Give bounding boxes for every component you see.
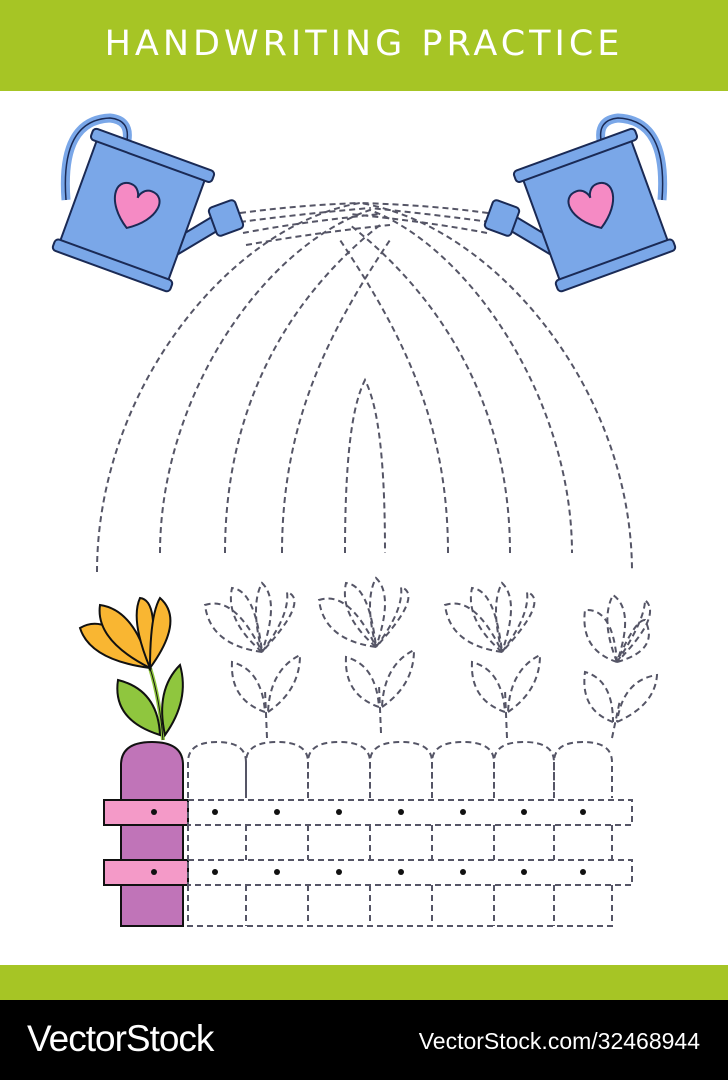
tracing-worksheet xyxy=(51,113,677,927)
footer-url: VectorStock.com/32468944 xyxy=(418,1028,700,1054)
watering-can-left-icon xyxy=(51,113,245,293)
watering-can-right-icon xyxy=(483,113,677,293)
bottom-banner xyxy=(0,965,728,1000)
page-title: HANDWRITING PRACTICE xyxy=(104,24,624,64)
heart-left-icon xyxy=(113,181,161,230)
traced-flowers xyxy=(203,576,659,739)
fence-post-icon xyxy=(103,740,189,927)
header-banner: HANDWRITING PRACTICE xyxy=(0,0,728,91)
leaf-right-icon xyxy=(161,663,184,738)
flower-icon xyxy=(78,596,184,741)
footer-logo: VectorStock xyxy=(27,1018,214,1059)
nail-dots xyxy=(151,809,586,875)
footer-bar: VectorStock VectorStock.com/32468944 xyxy=(0,1000,728,1080)
water-trace-lines xyxy=(96,201,633,573)
heart-right-icon xyxy=(567,181,615,230)
traced-fence xyxy=(187,740,633,927)
leaf-left-icon xyxy=(116,678,162,737)
